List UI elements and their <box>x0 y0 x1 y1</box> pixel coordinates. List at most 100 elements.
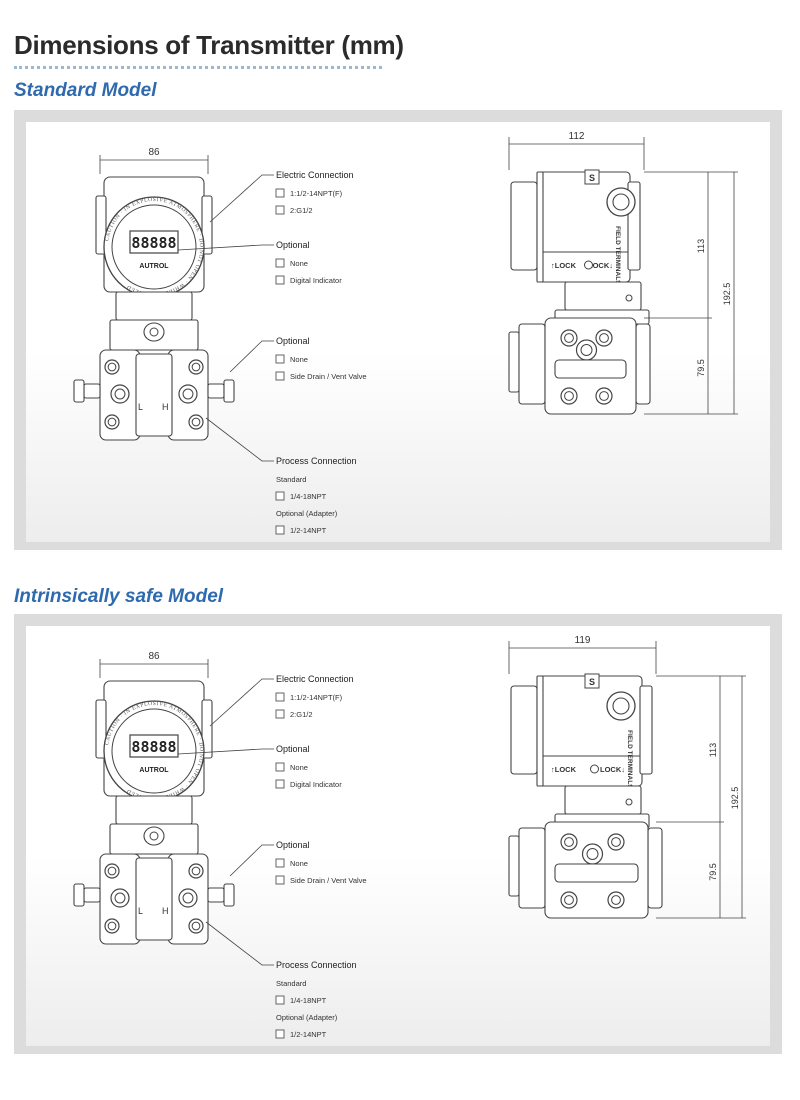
lcd-window <box>129 230 179 254</box>
option-label: Digital Indicator <box>290 276 342 285</box>
option-label: None <box>290 763 308 772</box>
option-label: None <box>290 859 308 868</box>
housing-lug-right <box>201 195 213 255</box>
vent-valve-right-cap <box>223 883 235 907</box>
dim-label-upper: 113 <box>708 743 718 757</box>
callout-leader-line <box>177 748 274 755</box>
dim-label-total: 192.5 <box>722 283 732 306</box>
label-plate-s <box>584 169 600 185</box>
section-title-intrinsically-safe: Intrinsically safe Model <box>14 586 224 607</box>
label-lock-right: LOCK↓ <box>588 261 613 270</box>
option-label: Digital Indicator <box>290 780 342 789</box>
option-label: 1/4-18NPT <box>290 492 327 501</box>
label-plate-s <box>584 673 600 689</box>
housing-side-cap <box>510 685 538 775</box>
neck-screw <box>625 798 633 806</box>
option-sub-label: Standard <box>276 475 306 484</box>
option-sub-label: Optional (Adapter) <box>276 509 338 518</box>
neck-upper <box>115 795 193 825</box>
flange-bolt <box>188 414 204 430</box>
process-port-low <box>110 888 130 908</box>
dim-label-width: 86 <box>148 147 160 158</box>
option-checkbox <box>275 709 285 719</box>
label-s: S <box>589 677 595 687</box>
process-port <box>575 339 598 361</box>
flange-bolt <box>607 891 625 909</box>
housing-lug-right <box>201 699 213 759</box>
option-label: 1/2-14NPT <box>290 526 327 535</box>
option-label: 1:1/2-14NPT(F) <box>290 189 343 198</box>
option-checkbox <box>275 858 285 868</box>
label-s: S <box>589 173 595 183</box>
flange-bolt <box>104 863 120 879</box>
flange-centre-bar <box>554 359 627 379</box>
flange-bolt <box>595 329 613 347</box>
option-checkbox <box>275 525 285 535</box>
dim-label-width: 112 <box>569 131 585 142</box>
process-port-low <box>110 384 130 404</box>
option-group-heading: Optional <box>276 240 310 250</box>
option-checkbox <box>275 258 285 268</box>
option-label: 2:G1/2 <box>290 206 313 215</box>
option-label: None <box>290 355 308 364</box>
process-port-high <box>178 888 198 908</box>
callout-leader-line <box>229 844 274 877</box>
flange-bolt <box>104 414 120 430</box>
body-side-right <box>635 323 651 405</box>
dim-label-width: 86 <box>148 651 160 662</box>
callout-leader-line <box>205 417 274 462</box>
callout-leader-line <box>205 921 274 966</box>
flange-bolt <box>188 918 204 934</box>
lcd-window <box>129 734 179 758</box>
neck-screw-center <box>149 327 159 337</box>
option-sub-label: Standard <box>276 979 306 988</box>
neck-screw-center <box>149 831 159 841</box>
vent-valve-left <box>83 887 101 903</box>
vent-valve-right-cap <box>223 379 235 403</box>
conduit-entry-inner <box>612 193 630 211</box>
option-group-heading: Optional <box>276 336 310 346</box>
option-group-heading: Optional <box>276 744 310 754</box>
option-group-heading: Process Connection <box>276 456 357 466</box>
dim-label-total: 192.5 <box>730 787 740 810</box>
option-checkbox <box>275 491 285 501</box>
option-label: 2:G1/2 <box>290 710 313 719</box>
sensor-body <box>135 353 173 437</box>
label-high-side: H <box>162 402 169 412</box>
lcd-digits: 88888 <box>131 738 176 756</box>
neck-screw <box>625 294 633 302</box>
dim-label-upper: 113 <box>696 239 706 253</box>
title-divider <box>14 66 382 69</box>
housing-side-cap <box>510 181 538 271</box>
sensor-body <box>135 857 173 941</box>
body-side-plate-left <box>508 835 520 897</box>
flange-bolt <box>104 918 120 934</box>
option-group-heading: Electric Connection <box>276 170 354 180</box>
section-title-standard: Standard Model <box>14 80 157 101</box>
option-label: Side Drain / Vent Valve <box>290 876 367 885</box>
option-checkbox <box>275 1029 285 1039</box>
flange-bolt <box>607 833 625 851</box>
option-checkbox <box>275 205 285 215</box>
dim-label-width: 119 <box>575 635 591 646</box>
option-label: Side Drain / Vent Valve <box>290 372 367 381</box>
callout-leader-line <box>209 174 274 223</box>
option-checkbox <box>275 188 285 198</box>
lock-screw <box>590 764 599 774</box>
callout-leader-line <box>209 678 274 727</box>
label-lock-left: ↑LOCK <box>551 261 577 270</box>
vent-valve-left-cap <box>73 379 85 403</box>
vent-valve-right <box>207 887 225 903</box>
label-high-side: H <box>162 906 169 916</box>
flange-bolt <box>188 359 204 375</box>
flange-bolt <box>104 359 120 375</box>
process-port <box>581 843 604 865</box>
housing-lug-left <box>95 195 107 255</box>
brand-logo: AUTROL <box>139 767 169 774</box>
flange-bolt <box>595 387 613 405</box>
flange-bolt <box>188 863 204 879</box>
